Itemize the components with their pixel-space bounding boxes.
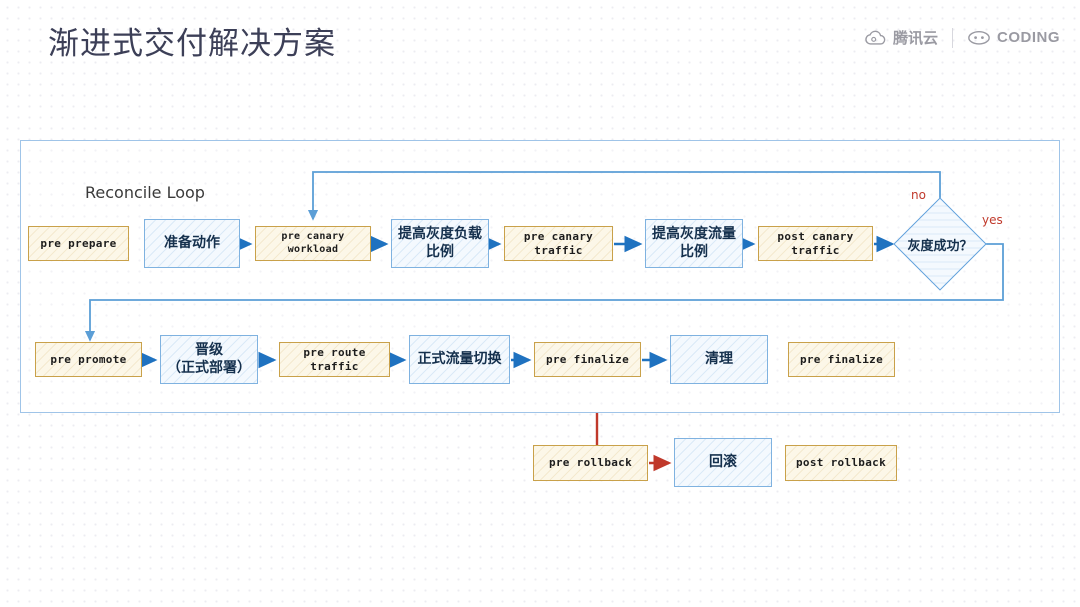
node-cleanup[interactable]: 清理 [670, 335, 768, 384]
node-pre-promote[interactable]: pre promote [35, 342, 142, 377]
node-pre-canary-workload[interactable]: pre canary workload [255, 226, 371, 261]
node-raise-canary-workload-ratio[interactable]: 提高灰度负载 比例 [391, 219, 489, 268]
coding-logo: CODING [967, 29, 1060, 47]
reconcile-loop-label: Reconcile Loop [85, 183, 205, 202]
coding-mascot-icon [968, 30, 990, 45]
node-canary-success-decision[interactable]: 灰度成功？ [893, 197, 987, 291]
node-pre-prepare[interactable]: pre prepare [28, 226, 129, 261]
tencent-cloud-logo: 腾讯云 [865, 27, 938, 48]
node-pre-finalize-2[interactable]: pre finalize [788, 342, 895, 377]
node-post-canary-traffic[interactable]: post canary traffic [758, 226, 873, 261]
tencent-cloud-label: 腾讯云 [892, 29, 938, 47]
node-pre-rollback[interactable]: pre rollback [533, 445, 648, 481]
brand-divider [952, 27, 953, 48]
node-raise-canary-traffic-ratio[interactable]: 提高灰度流量 比例 [645, 219, 743, 268]
brand-bar: 腾讯云 CODING [865, 27, 1060, 48]
node-pre-canary-traffic[interactable]: pre canary traffic [504, 226, 613, 261]
edge-label-yes: yes [982, 213, 1003, 227]
node-prepare-action[interactable]: 准备动作 [144, 219, 240, 268]
node-post-rollback[interactable]: post rollback [785, 445, 897, 481]
node-pre-finalize-1[interactable]: pre finalize [534, 342, 641, 377]
node-production-traffic-switch[interactable]: 正式流量切换 [409, 335, 510, 384]
page-title: 渐进式交付解决方案 [48, 26, 336, 62]
node-pre-route-traffic[interactable]: pre route traffic [279, 342, 390, 377]
coding-label: CODING [997, 29, 1060, 46]
decision-label: 灰度成功？ [907, 238, 973, 254]
cloud-icon [865, 30, 886, 45]
node-rollback[interactable]: 回滚 [674, 438, 772, 487]
edge-label-no: no [911, 188, 926, 202]
node-promote-production-deploy[interactable]: 晋级 （正式部署） [160, 335, 258, 384]
